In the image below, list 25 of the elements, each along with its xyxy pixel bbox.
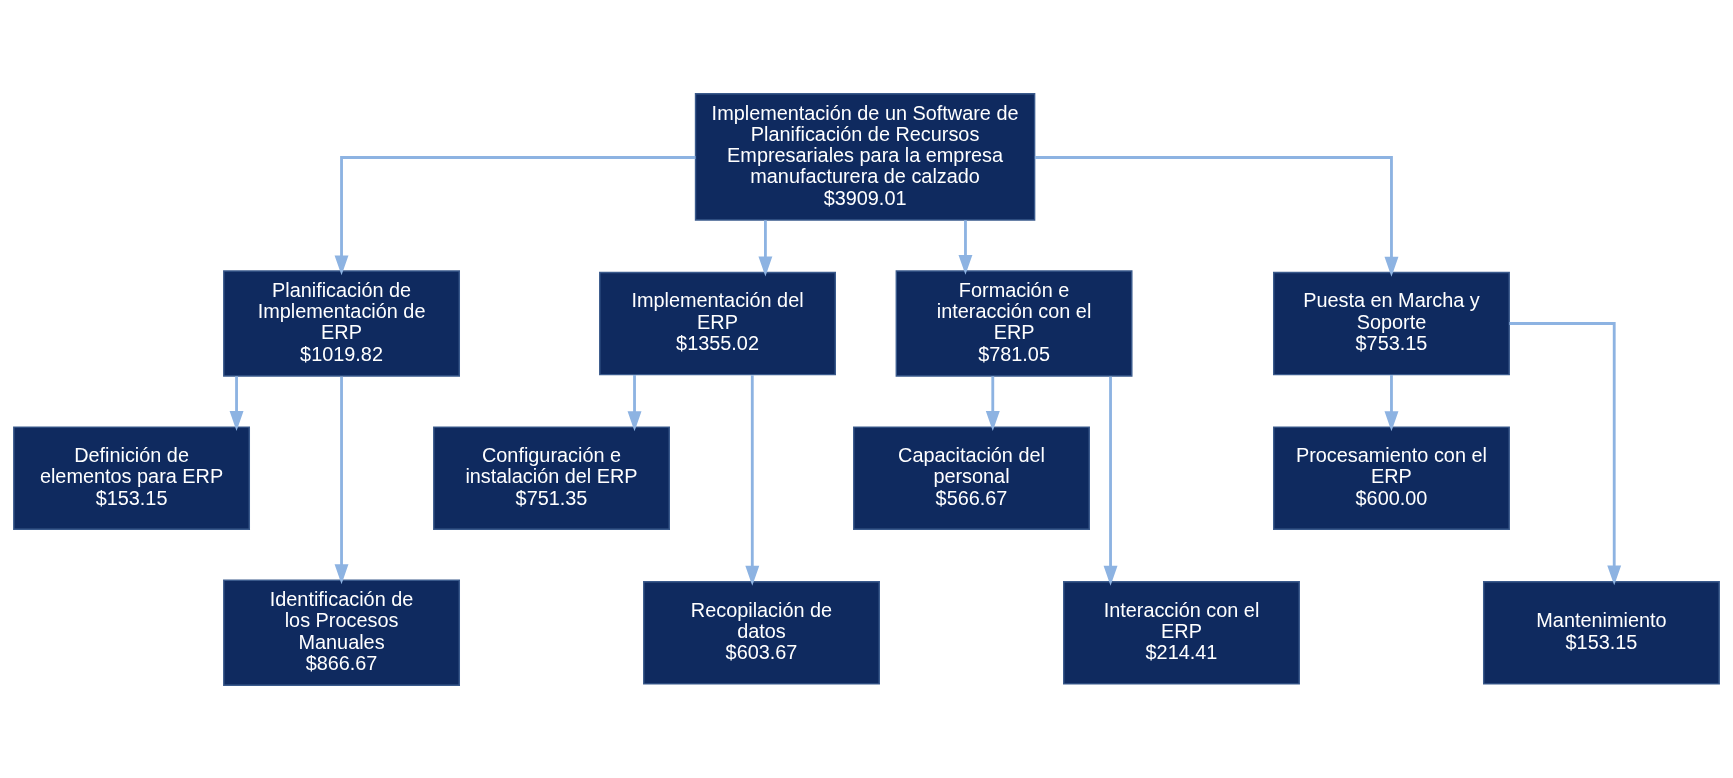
arrow bbox=[627, 374, 642, 431]
arrow bbox=[1034, 155, 1399, 277]
node-box: Interacción con el ERP $214.41 bbox=[1063, 580, 1300, 685]
node-box: Recopilación de datos $603.67 bbox=[643, 580, 880, 685]
node-box: Capacitación del personal $566.67 bbox=[853, 425, 1090, 530]
node-box: Formación e interacción con el ERP $781.05 bbox=[895, 269, 1133, 377]
arrow bbox=[1384, 374, 1399, 431]
node-box: Procesamiento con el ERP $600.00 bbox=[1273, 425, 1510, 530]
node-box: Implementación de un Software de Planificación de Recursos Empresariales para la empresa manufacturera de calzado $3909.01 bbox=[694, 92, 1036, 221]
node-box: Implementación del ERP $1355.02 bbox=[599, 271, 836, 375]
arrow bbox=[985, 375, 1000, 431]
node-box: Planificación de Implementación de ERP $1019.82 bbox=[223, 269, 460, 377]
arrow bbox=[1103, 376, 1118, 586]
arrow bbox=[958, 219, 973, 275]
node-box: Definición de elementos para ERP $153.15 bbox=[13, 425, 250, 530]
arrow bbox=[334, 155, 696, 275]
arrow bbox=[745, 374, 760, 586]
arrow bbox=[758, 219, 773, 276]
node-box: Mantenimiento $153.15 bbox=[1483, 580, 1720, 685]
arrow bbox=[1509, 321, 1622, 585]
arrow bbox=[229, 375, 244, 431]
arrow bbox=[334, 376, 349, 584]
node-box: Identificación de los Procesos Manuales $866.67 bbox=[223, 579, 460, 686]
node-box: Configuración e instalación del ERP $751.35 bbox=[433, 425, 670, 530]
node-box: Puesta en Marcha y Soporte $753.15 bbox=[1273, 271, 1510, 375]
